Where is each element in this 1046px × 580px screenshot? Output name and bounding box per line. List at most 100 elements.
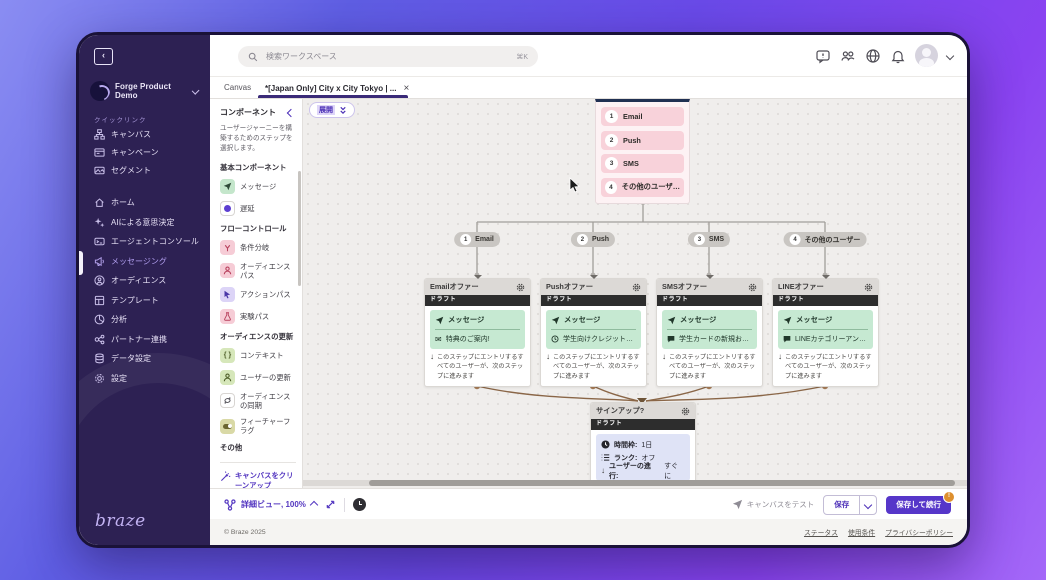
- workspace-switcher[interactable]: Forge Product Demo: [90, 81, 206, 101]
- gear-icon[interactable]: [748, 283, 757, 292]
- component-context[interactable]: { } コンテキスト: [220, 347, 296, 363]
- save-options-caret[interactable]: [859, 495, 876, 514]
- component-delay[interactable]: 遅延: [220, 200, 296, 216]
- components-panel-title: コンポーネント: [220, 108, 276, 117]
- sidebar-item-campaign[interactable]: キャンペーン: [79, 143, 210, 161]
- save-and-continue-button[interactable]: 保存して続行 !: [886, 490, 955, 514]
- sidebar-item-ai-decisioning[interactable]: AIによる意思決定: [79, 213, 210, 233]
- component-user-update[interactable]: ユーザーの更新: [220, 369, 296, 385]
- message-block[interactable]: メッセージ LINEカテゴリーアン…: [778, 310, 873, 349]
- canvas-hscrollbar-track[interactable]: [303, 480, 967, 486]
- detail-view-selector[interactable]: 詳細ビュー, 100%: [224, 498, 319, 511]
- section-basic-components: 基本コンポーネント: [220, 162, 287, 172]
- footer-link-status[interactable]: ステータス: [803, 530, 838, 537]
- toggle-icon: [223, 423, 232, 429]
- sidebar-item-canvas[interactable]: キャンバス: [79, 125, 210, 143]
- offer-card-line[interactable]: LINEオファー ドラフト メッセージ LINEカテゴリーアン… ↓このステップ…: [772, 275, 879, 387]
- sidebar-item-label: ホーム: [111, 198, 135, 208]
- tab-active-canvas-document[interactable]: *[Japan Only] City x City Tokyo | ... ×: [265, 77, 409, 99]
- canvas-workspace[interactable]: 展開 1 Email 2 Push 3 SMS 4: [303, 99, 967, 488]
- entry-node[interactable]: 1 Email 2 Push 3 SMS 4 その他のユーザ…: [595, 99, 690, 204]
- envelope-icon: ✉: [435, 334, 442, 344]
- entry-row-email[interactable]: 1 Email: [601, 107, 684, 126]
- expand-button[interactable]: 展開: [309, 102, 355, 118]
- copyright: © Braze 2025: [224, 528, 266, 536]
- person-icon: [223, 266, 232, 275]
- sidebar-item-label: テンプレート: [111, 295, 159, 305]
- sidebar-item-messaging[interactable]: メッセージング: [79, 252, 210, 272]
- message-block[interactable]: メッセージ 学生カードの新規お…: [662, 310, 757, 349]
- signup-details: 時間枠:1日 ランク:オフ ↓ユーザーの進行:すぐに: [596, 434, 690, 481]
- gear-icon[interactable]: [864, 283, 873, 292]
- entry-row-sms[interactable]: 3 SMS: [601, 154, 684, 173]
- canvas-hscrollbar-thumb[interactable]: [369, 480, 955, 486]
- signup-node[interactable]: サインアップ? ドラフト 時間枠:1日 ランク:オフ ↓ユーザーの進行:すぐに: [590, 402, 696, 484]
- sidebar-item-partners[interactable]: パートナー連携: [79, 330, 210, 350]
- sidebar-item-segment[interactable]: セグメント: [79, 161, 210, 179]
- sidebar-item-home[interactable]: ホーム: [79, 193, 210, 213]
- sidebar-item-analytics[interactable]: 分析: [79, 310, 210, 330]
- footer-link-privacy[interactable]: プライバシーポリシー: [885, 530, 953, 537]
- collapse-panel-icon[interactable]: [286, 108, 296, 117]
- entry-row-label: その他のユーザ…: [621, 182, 680, 191]
- component-audience-sync[interactable]: オーディエンスの同期: [220, 392, 296, 410]
- component-action-path[interactable]: アクションパス: [220, 286, 296, 302]
- sidebar-item-templates[interactable]: テンプレート: [79, 291, 210, 311]
- sidebar-item-settings[interactable]: 設定: [79, 369, 210, 389]
- feature-flag-chip: [220, 418, 235, 434]
- sidebar-item-label: 設定: [111, 373, 127, 383]
- sidebar-item-agent-console[interactable]: エージェントコンソール: [79, 232, 210, 252]
- offer-card-push[interactable]: Pushオファー ドラフト メッセージ 学生向けクレジット… ↓このステップにエ…: [540, 275, 647, 387]
- footer-link-terms[interactable]: 使用条件: [847, 530, 876, 537]
- section-other: その他: [220, 443, 243, 453]
- audience-icon: [94, 275, 105, 286]
- component-audience-path[interactable]: オーディエンスパス: [220, 262, 296, 280]
- sidebar-item-audience[interactable]: オーディエンス: [79, 271, 210, 291]
- gear-icon[interactable]: [632, 283, 641, 292]
- sidebar-item-label: セグメント: [111, 165, 151, 175]
- sidebar-item-data-settings[interactable]: データ設定: [79, 349, 210, 369]
- gear-icon[interactable]: [681, 407, 690, 416]
- component-message[interactable]: メッセージ: [220, 178, 296, 194]
- component-experiment-path[interactable]: 実験パス: [220, 308, 296, 324]
- sidebar-collapse-icon[interactable]: ‹: [94, 48, 113, 65]
- fullscreen-icon[interactable]: [325, 499, 336, 510]
- save-split-button[interactable]: 保存: [823, 494, 878, 515]
- tab-canvas[interactable]: Canvas: [224, 83, 252, 92]
- component-conditional-branch[interactable]: 条件分岐: [220, 239, 296, 255]
- message-block[interactable]: メッセージ 学生向けクレジット…: [546, 310, 641, 349]
- history-icon[interactable]: [352, 498, 366, 511]
- bell-icon[interactable]: [890, 48, 906, 64]
- panel-scrollbar[interactable]: [298, 171, 301, 286]
- globe-icon[interactable]: [865, 48, 881, 64]
- feedback-icon[interactable]: [815, 48, 831, 64]
- search-bar[interactable]: ⌘K: [238, 46, 538, 67]
- delay-dot-icon: [224, 204, 231, 212]
- message-block[interactable]: メッセージ ✉特典のご案内!: [430, 310, 525, 349]
- card-top-port: [705, 275, 714, 279]
- offer-card-sms[interactable]: SMSオファー ドラフト メッセージ 学生カードの新規お… ↓このステップにエン…: [656, 275, 763, 387]
- sidebar-item-label: キャンバス: [111, 129, 151, 139]
- community-icon[interactable]: [840, 48, 856, 64]
- sidebar-item-label: パートナー連携: [111, 334, 167, 344]
- cleanup-canvas-button[interactable]: キャンバスをクリーンアップ: [220, 471, 296, 488]
- entry-row-push[interactable]: 2 Push: [601, 130, 684, 150]
- save-button[interactable]: 保存: [834, 499, 850, 509]
- sidebar-drag-handle[interactable]: [79, 251, 83, 275]
- entry-row-other-users[interactable]: 4 その他のユーザ…: [601, 177, 684, 197]
- gear-icon[interactable]: [516, 283, 525, 292]
- offer-card-email[interactable]: Emailオファー ドラフト メッセージ ✉特典のご案内! ↓このステップにエン…: [424, 275, 531, 387]
- user-avatar[interactable]: [915, 44, 938, 67]
- active-tab-underline: [258, 95, 408, 98]
- component-feature-flag[interactable]: フィーチャーフラグ: [220, 417, 296, 435]
- chevron-down-icon[interactable]: [945, 51, 955, 60]
- branch-chip: [220, 239, 235, 255]
- test-canvas-button[interactable]: キャンバスをテスト: [732, 499, 814, 510]
- close-icon[interactable]: ×: [403, 82, 410, 94]
- search-input[interactable]: [264, 51, 468, 62]
